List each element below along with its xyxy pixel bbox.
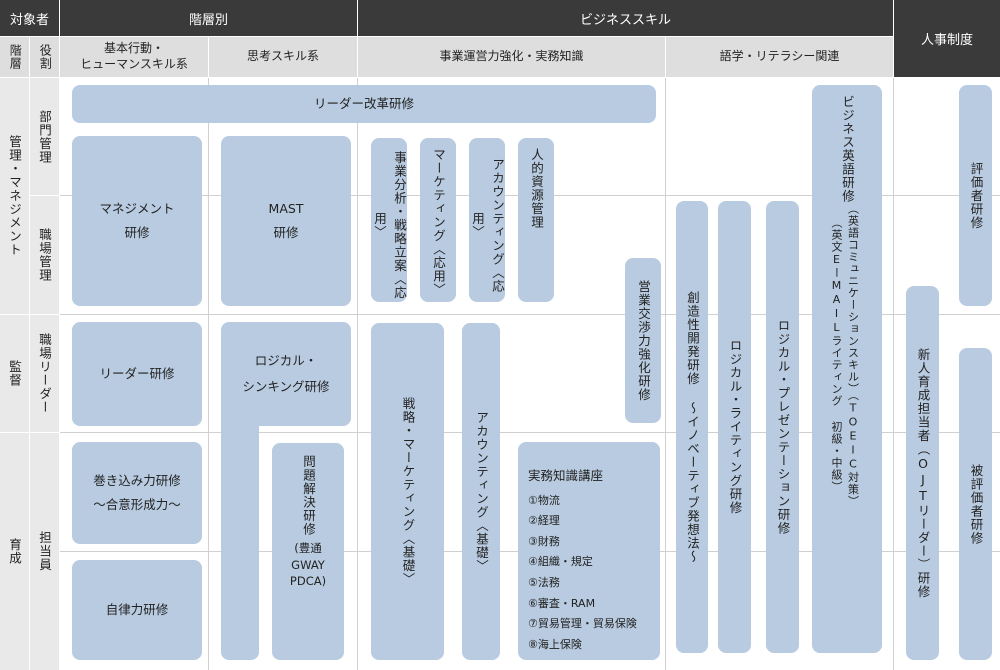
row-level-development: 育成 bbox=[0, 433, 29, 670]
program-problem-solving-title: 問題解決研修 bbox=[301, 455, 316, 536]
program-logical-thinking-stem bbox=[221, 418, 259, 660]
program-problem-solving-sub: (豊通 GWAY PDCA) bbox=[289, 541, 327, 589]
program-marketing-adv: マーケティング〈応用〉 bbox=[420, 138, 456, 302]
program-practical-title: 実務知識講座 bbox=[528, 468, 604, 483]
grid-line-v3 bbox=[665, 78, 666, 670]
practical-item: ①物流 bbox=[528, 493, 560, 507]
header-basic: 基本行動・ ヒューマンスキル系 bbox=[60, 37, 208, 77]
header-language: 語学・リテラシー関連 bbox=[666, 37, 893, 77]
program-strategy-marketing: 戦略・マーケティング〈基礎〉 bbox=[371, 323, 444, 660]
program-creativity: 創造性開発研修 〜イノベーティブ発想法〜 bbox=[676, 201, 708, 653]
program-logical-thinking: ロジカル・ シンキング研修 bbox=[221, 322, 351, 426]
program-leader: リーダー研修 bbox=[72, 322, 202, 426]
practical-item: ⑧海上保険 bbox=[528, 637, 582, 651]
program-evaluatee: 被評価者研修 bbox=[959, 348, 992, 660]
grid-line-v2 bbox=[357, 78, 358, 670]
program-leader-reform: リーダー改革研修 bbox=[72, 85, 656, 123]
program-biz-english: ビジネス英語研修 （英語コミュニケーションスキル）（TOEIC対策） （英文Eー… bbox=[812, 85, 882, 653]
program-biz-analysis: 事業分析・戦略立案〈応用〉 bbox=[371, 138, 407, 302]
program-evaluator: 評価者研修 bbox=[959, 85, 992, 306]
header-level: 階層 bbox=[0, 37, 29, 77]
practical-item: ⑤法務 bbox=[528, 575, 560, 589]
practical-item: ③財務 bbox=[528, 534, 560, 548]
program-accounting-adv: アカウンティング〈応用〉 bbox=[469, 138, 505, 302]
grid-line-v1 bbox=[208, 78, 209, 670]
program-sales-negotiation: 営業交渉力強化研修 bbox=[625, 258, 661, 423]
header-role: 役割 bbox=[30, 37, 59, 77]
header-business-skill: ビジネススキル bbox=[358, 0, 893, 36]
program-hr-mgmt: 人的資源管理 bbox=[518, 138, 554, 302]
program-problem-solving: 問題解決研修 (豊通 GWAY PDCA) bbox=[272, 443, 344, 660]
row-level-supervision: 監督 bbox=[0, 315, 29, 432]
program-practical: 実務知識講座 ①物流 ②経理 ③財務 ④組織・規定 ⑤法務 ⑥審査・RAM ⑦貿… bbox=[518, 442, 660, 660]
practical-item: ⑦貿易管理・貿易保険 bbox=[528, 617, 637, 631]
program-management: マネジメント 研修 bbox=[72, 136, 202, 306]
row-role-staff: 担当員 bbox=[30, 433, 59, 670]
program-mast: MAST 研修 bbox=[221, 136, 351, 306]
practical-item: ⑥審査・RAM bbox=[528, 596, 596, 610]
program-biz-english-sub: （英語コミュニケーションスキル）（TOEIC対策） （英文EーMAILライティン… bbox=[830, 203, 860, 508]
program-logical-writing: ロジカル・ライティング研修 bbox=[718, 201, 751, 653]
program-logical-presentation: ロジカル・プレゼンテーション研修 bbox=[766, 201, 799, 653]
program-accounting-basic: アカウンティング〈基礎〉 bbox=[462, 323, 500, 660]
program-biz-english-title: ビジネス英語研修 bbox=[840, 95, 855, 203]
grid-line-h2 bbox=[60, 314, 1000, 315]
header-thinking: 思考スキル系 bbox=[209, 37, 357, 77]
row-role-workplace-mgmt: 職場管理 bbox=[30, 196, 59, 314]
header-hr-system: 人事制度 bbox=[894, 0, 1000, 77]
row-role-dept-mgmt: 部門管理 bbox=[30, 78, 59, 195]
row-level-management: 管理・マネジメント bbox=[0, 78, 29, 314]
grid-line-h3 bbox=[60, 432, 1000, 433]
header-target: 対象者 bbox=[0, 0, 59, 36]
program-involvement: 巻き込み力研修 〜合意形成力〜 bbox=[72, 442, 202, 544]
row-role-workplace-leader: 職場リーダー bbox=[30, 315, 59, 432]
header-business-ops: 事業運営力強化・実務知識 bbox=[358, 37, 665, 77]
program-newcomer-trainer: 新人育成担当者（OJTリーダー）研修 bbox=[906, 286, 939, 660]
grid-line-v4 bbox=[893, 78, 894, 670]
practical-item: ④組織・規定 bbox=[528, 555, 593, 569]
practical-item: ②経理 bbox=[528, 514, 560, 528]
program-autonomy: 自律力研修 bbox=[72, 560, 202, 660]
header-tier: 階層別 bbox=[60, 0, 357, 36]
